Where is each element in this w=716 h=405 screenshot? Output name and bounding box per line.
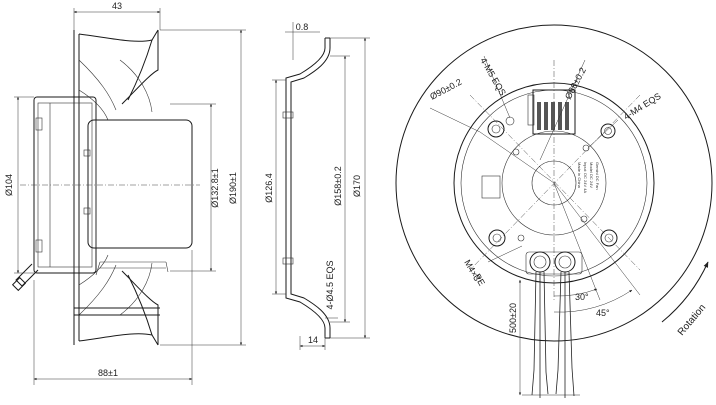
label-line-3: Input: DC 24V 4A <box>583 162 588 193</box>
outer-ring <box>395 24 713 342</box>
dim-88: 88±1 <box>33 250 193 385</box>
angle-30-label: 30° <box>575 292 589 302</box>
dim-43-label: 43 <box>112 1 122 11</box>
dim-dia-132: Ø132.8±1 <box>170 103 220 272</box>
front-view: Gemini DC Fan Model DC 24V Input: DC 24V… <box>395 24 713 398</box>
connector-box <box>481 175 501 199</box>
dim-dia-104: Ø104 <box>4 96 34 274</box>
mount-hole-m5-tl <box>487 120 505 138</box>
dim-0-8: 0.8 <box>285 22 320 60</box>
label-line-2: Model DC 24V <box>589 162 594 188</box>
flange-shape <box>282 37 331 339</box>
impeller-outline <box>73 29 169 346</box>
dim-dia-126-label: Ø126.4 <box>264 173 274 203</box>
holes-4-m5-label: 4-M5 EQS <box>478 56 508 97</box>
mount-hole-m5-bl <box>488 229 506 247</box>
cable-bundle <box>522 271 580 398</box>
holes-4x4-5-label: 4-Ø4.5 EQS <box>325 260 335 309</box>
dim-43: 43 <box>73 1 161 30</box>
dim-dia-190: Ø190±1 <box>160 29 246 346</box>
angle-45-label: 45° <box>596 308 610 318</box>
dim-88-label: 88±1 <box>98 368 118 378</box>
motor-housing <box>11 96 193 292</box>
dim-500-label: 500±20 <box>508 303 518 333</box>
leader-dia-90: Ø90±0.2 <box>428 77 555 184</box>
flange-profile-view: 0.8 Ø126.4 Ø158±0.2 <box>264 22 370 350</box>
rotation-label: Rotation <box>676 302 708 338</box>
dim-14: 14 <box>299 335 326 350</box>
label-line-1: Gemini DC Fan <box>595 162 600 190</box>
side-view: 43 <box>4 1 246 385</box>
mount-hole-m5-br <box>600 229 618 247</box>
holes-4-m4-label: 4-M4 EQS <box>622 91 663 122</box>
dim-500: 500±20 <box>508 279 522 396</box>
leader-4-m4: 4-M4 EQS <box>587 91 663 149</box>
dim-dia-104-label: Ø104 <box>4 174 14 196</box>
dim-dia-158-label: Ø158±0.2 <box>333 166 343 205</box>
dim-dia-170-label: Ø170 <box>352 175 362 197</box>
leader-4-m5: 4-M5 EQS <box>478 55 511 119</box>
label-line-4: Made in China <box>577 162 582 189</box>
dim-0-8-label: 0.8 <box>296 22 309 32</box>
mount-hole-m5-tr <box>600 123 616 139</box>
dim-dia-126: Ø126.4 <box>264 79 286 295</box>
dim-14-label: 14 <box>308 335 318 345</box>
dim-dia-158: Ø158±0.2 <box>330 55 350 323</box>
rotation-indicator: Rotation <box>661 261 709 338</box>
label-plate: Gemini DC Fan Model DC 24V Input: DC 24V… <box>577 162 600 193</box>
dim-dia-190-label: Ø190±1 <box>228 172 238 204</box>
dim-dia-170: Ø170 <box>330 37 370 339</box>
dim-dia-132-label: Ø132.8±1 <box>210 168 220 207</box>
